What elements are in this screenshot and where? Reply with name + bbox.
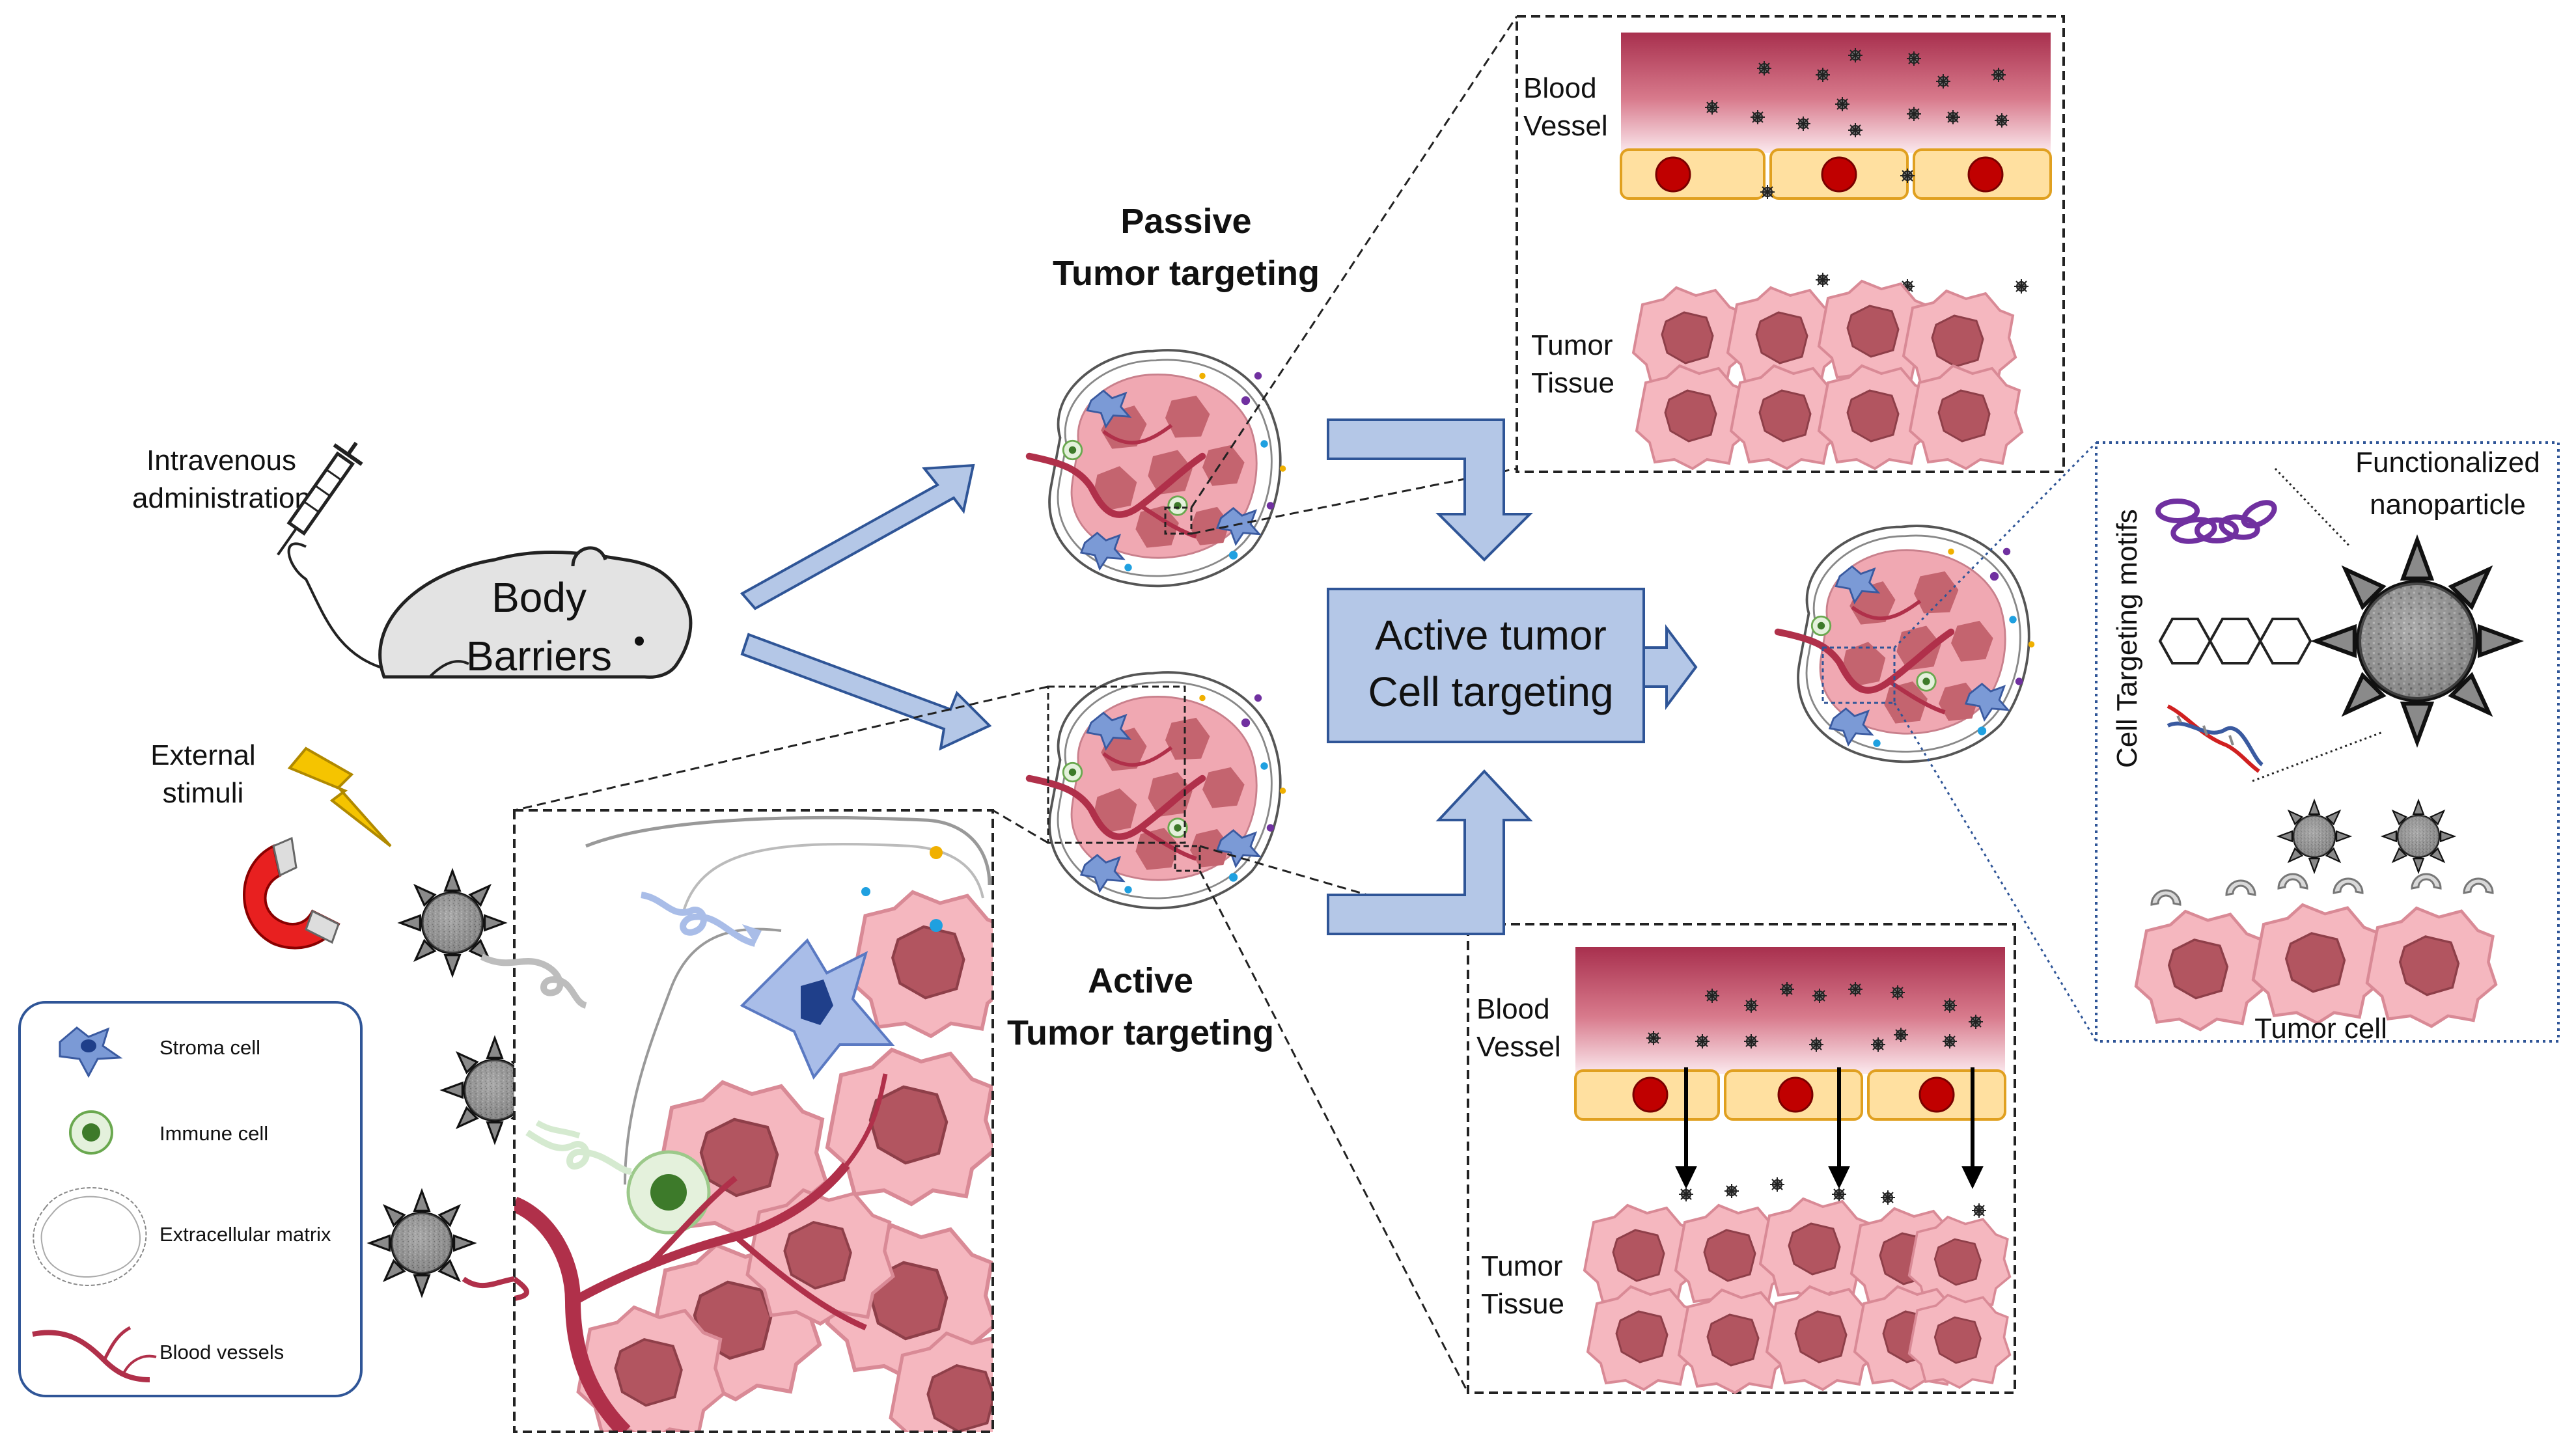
active-cell-label-line1: Active tumor xyxy=(1375,612,1607,659)
active-cell-label-line2: Cell targeting xyxy=(1368,668,1613,715)
mouse-body-barriers xyxy=(378,546,693,679)
functionalized-label-line1: Functionalized xyxy=(2355,446,2540,478)
intravenous-label-line1: Intravenous xyxy=(146,445,296,476)
passive-tumor xyxy=(1029,350,1286,586)
arrow-active-up xyxy=(1327,769,1533,935)
legend-vessel-label: Blood vessels xyxy=(159,1341,284,1363)
bound-nanoparticle-icon xyxy=(2277,799,2351,873)
arrow-to-passive xyxy=(740,463,975,610)
legend-immune-label: Immune cell xyxy=(159,1122,268,1145)
barriers-label: Barriers xyxy=(466,633,612,679)
ligand-path xyxy=(462,1276,515,1289)
active-zoom-marker-small xyxy=(1174,845,1201,872)
external-label-line2: stimuli xyxy=(163,777,244,809)
active-tumor-label-line2: Tissue xyxy=(1481,1288,1564,1320)
legend-ecm-label: Extracellular matrix xyxy=(159,1223,331,1246)
stroma-cell-icon xyxy=(59,1026,123,1078)
cell-targeting-motifs-label: Cell Targeting motifs xyxy=(2111,509,2143,768)
peptide-motif-icon xyxy=(2155,499,2277,544)
immune-cell-icon xyxy=(69,1110,113,1155)
active-tumor xyxy=(1029,672,1286,908)
extracellular-matrix-icon xyxy=(33,1187,147,1286)
passive-tumor-label-line2: Tissue xyxy=(1531,367,1614,399)
lightning-bolt-icon xyxy=(287,747,392,847)
functionalized-panel xyxy=(2095,441,2560,1043)
arrow-passive-down xyxy=(1327,418,1533,562)
passive-zoom-marker xyxy=(1164,506,1193,535)
legend-stroma-label: Stroma cell xyxy=(159,1036,260,1059)
active-label-line2: Tumor targeting xyxy=(1007,1013,1274,1052)
active-cell-targeting-box xyxy=(1327,588,1645,743)
active-vessel-box xyxy=(1467,923,2016,1394)
active-blood-label-line1: Blood xyxy=(1476,993,1550,1025)
syringe-icon xyxy=(277,441,363,556)
small-molecule-motif-icon xyxy=(2158,618,2312,664)
tissue-zoom-box xyxy=(513,809,994,1433)
right-zoom-connectors xyxy=(1893,441,2098,1042)
receptor-icons xyxy=(2150,873,2494,906)
functionalized-tumor xyxy=(1778,526,2034,761)
functionalized-label-line2: nanoparticle xyxy=(2370,489,2526,521)
ligand-path xyxy=(480,953,587,1009)
arrow-to-active xyxy=(740,633,992,751)
passive-tumor-label-line1: Tumor xyxy=(1531,329,1613,361)
body-label: Body xyxy=(492,574,587,621)
active-label-line1: Active xyxy=(1088,961,1193,1000)
passive-label-line2: Tumor targeting xyxy=(1053,254,1320,293)
tumor-cell-label: Tumor cell xyxy=(2254,1013,2387,1045)
bound-nanoparticle-icon xyxy=(2381,799,2456,873)
active-zoom-marker xyxy=(1047,685,1186,844)
magnet-icon xyxy=(243,836,340,950)
arrow-to-functionalized-tumor xyxy=(1642,624,1698,710)
blood-vessel-icon xyxy=(32,1326,157,1382)
legend-box xyxy=(18,1001,363,1397)
nanoparticle-icon xyxy=(370,1191,474,1295)
intravenous-label-line2: administration xyxy=(132,482,311,514)
passive-label-line1: Passive xyxy=(1120,202,1251,241)
aptamer-motif-icon xyxy=(2167,704,2264,773)
external-label-line1: External xyxy=(150,739,255,771)
functionalized-nanoparticle-icon xyxy=(2316,540,2518,742)
passive-vessel-box xyxy=(1516,15,2065,473)
ligand-path xyxy=(535,1120,581,1139)
active-tumor-label-line1: Tumor xyxy=(1481,1250,1563,1282)
active-blood-label-line2: Vessel xyxy=(1476,1031,1561,1063)
passive-blood-label-line2: Vessel xyxy=(1523,110,1608,142)
right-zoom-marker xyxy=(1821,646,1896,704)
passive-blood-label-line1: Blood xyxy=(1523,72,1597,104)
